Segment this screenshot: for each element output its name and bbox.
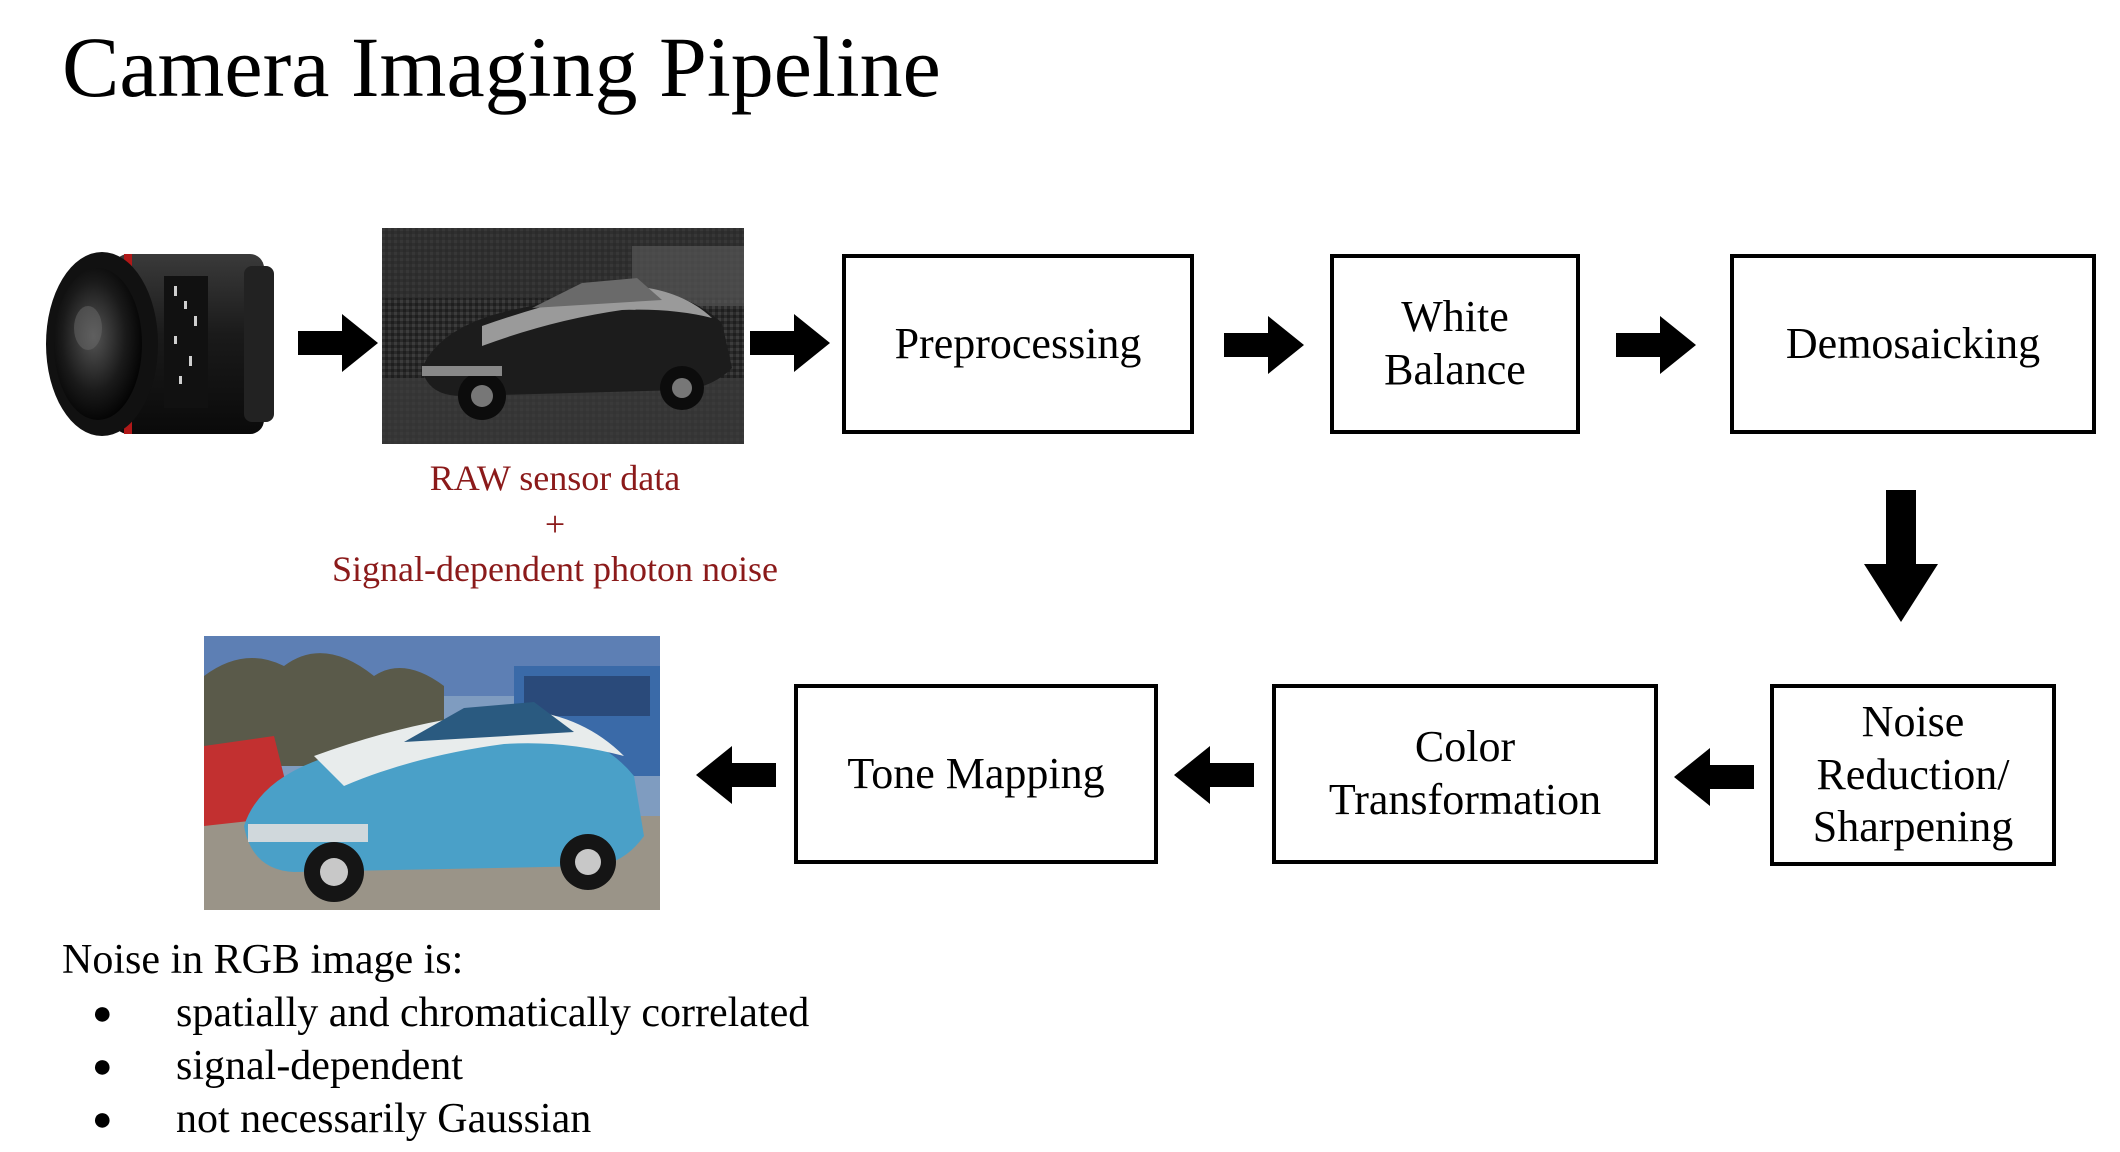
- arrow-right-icon: [1224, 316, 1304, 374]
- raw-caption: RAW sensor data + Signal-dependent photo…: [255, 456, 855, 593]
- noise-reduction-label-line2: Reduction/: [1816, 749, 2010, 799]
- noise-reduction-box: Noise Reduction/ Sharpening: [1770, 684, 2056, 866]
- color-transformation-box: Color Transformation: [1272, 684, 1658, 864]
- bullet-icon: ●: [92, 1101, 113, 1138]
- list-item: ● signal-dependent: [62, 1040, 809, 1093]
- white-balance-box: White Balance: [1330, 254, 1580, 434]
- list-item: ● not necessarily Gaussian: [62, 1093, 809, 1146]
- arrow-down-icon: [1864, 490, 1938, 622]
- notes-heading: Noise in RGB image is:: [62, 937, 464, 983]
- arrow-right-icon: [298, 314, 378, 372]
- page-title: Camera Imaging Pipeline: [62, 19, 941, 115]
- noise-notes: Noise in RGB image is: ● spatially and c…: [62, 934, 809, 1146]
- white-balance-label-line1: White: [1401, 292, 1509, 342]
- note-item-3: not necessarily Gaussian: [176, 1096, 592, 1142]
- bullet-icon: ●: [92, 995, 113, 1032]
- camera-lens-image: [46, 252, 274, 436]
- note-item-1: spatially and chromatically correlated: [176, 990, 810, 1036]
- demosaicking-label: Demosaicking: [1785, 318, 2041, 368]
- preprocessing-box: Preprocessing: [842, 254, 1194, 434]
- arrow-left-icon: [696, 746, 776, 804]
- preprocessing-label: Preprocessing: [894, 318, 1142, 368]
- white-balance-label-line2: Balance: [1384, 345, 1526, 394]
- tone-mapping-box: Tone Mapping: [794, 684, 1158, 864]
- arrow-right-icon: [1616, 316, 1696, 374]
- color-transformation-label-line1: Color: [1414, 722, 1516, 772]
- raw-caption-line2: +: [544, 503, 566, 544]
- demosaicking-box: Demosaicking: [1730, 254, 2096, 434]
- bullet-icon: ●: [92, 1048, 113, 1085]
- note-item-2: signal-dependent: [176, 1043, 463, 1089]
- raw-caption-line3: Signal-dependent photon noise: [332, 549, 778, 590]
- list-item: ● spatially and chromatically correlated: [62, 987, 809, 1040]
- color-transformation-label-line2: Transformation: [1328, 775, 1602, 824]
- tone-mapping-label: Tone Mapping: [847, 748, 1105, 798]
- noise-reduction-label-line3: Sharpening: [1812, 802, 2014, 852]
- arrow-right-icon: [750, 314, 830, 372]
- arrow-left-icon: [1674, 748, 1754, 806]
- noise-reduction-label-line1: Noise: [1861, 696, 1965, 746]
- rgb-output-image: [204, 636, 660, 910]
- raw-caption-line1: RAW sensor data: [429, 458, 681, 498]
- arrow-left-icon: [1174, 746, 1254, 804]
- raw-sensor-image: [382, 228, 744, 444]
